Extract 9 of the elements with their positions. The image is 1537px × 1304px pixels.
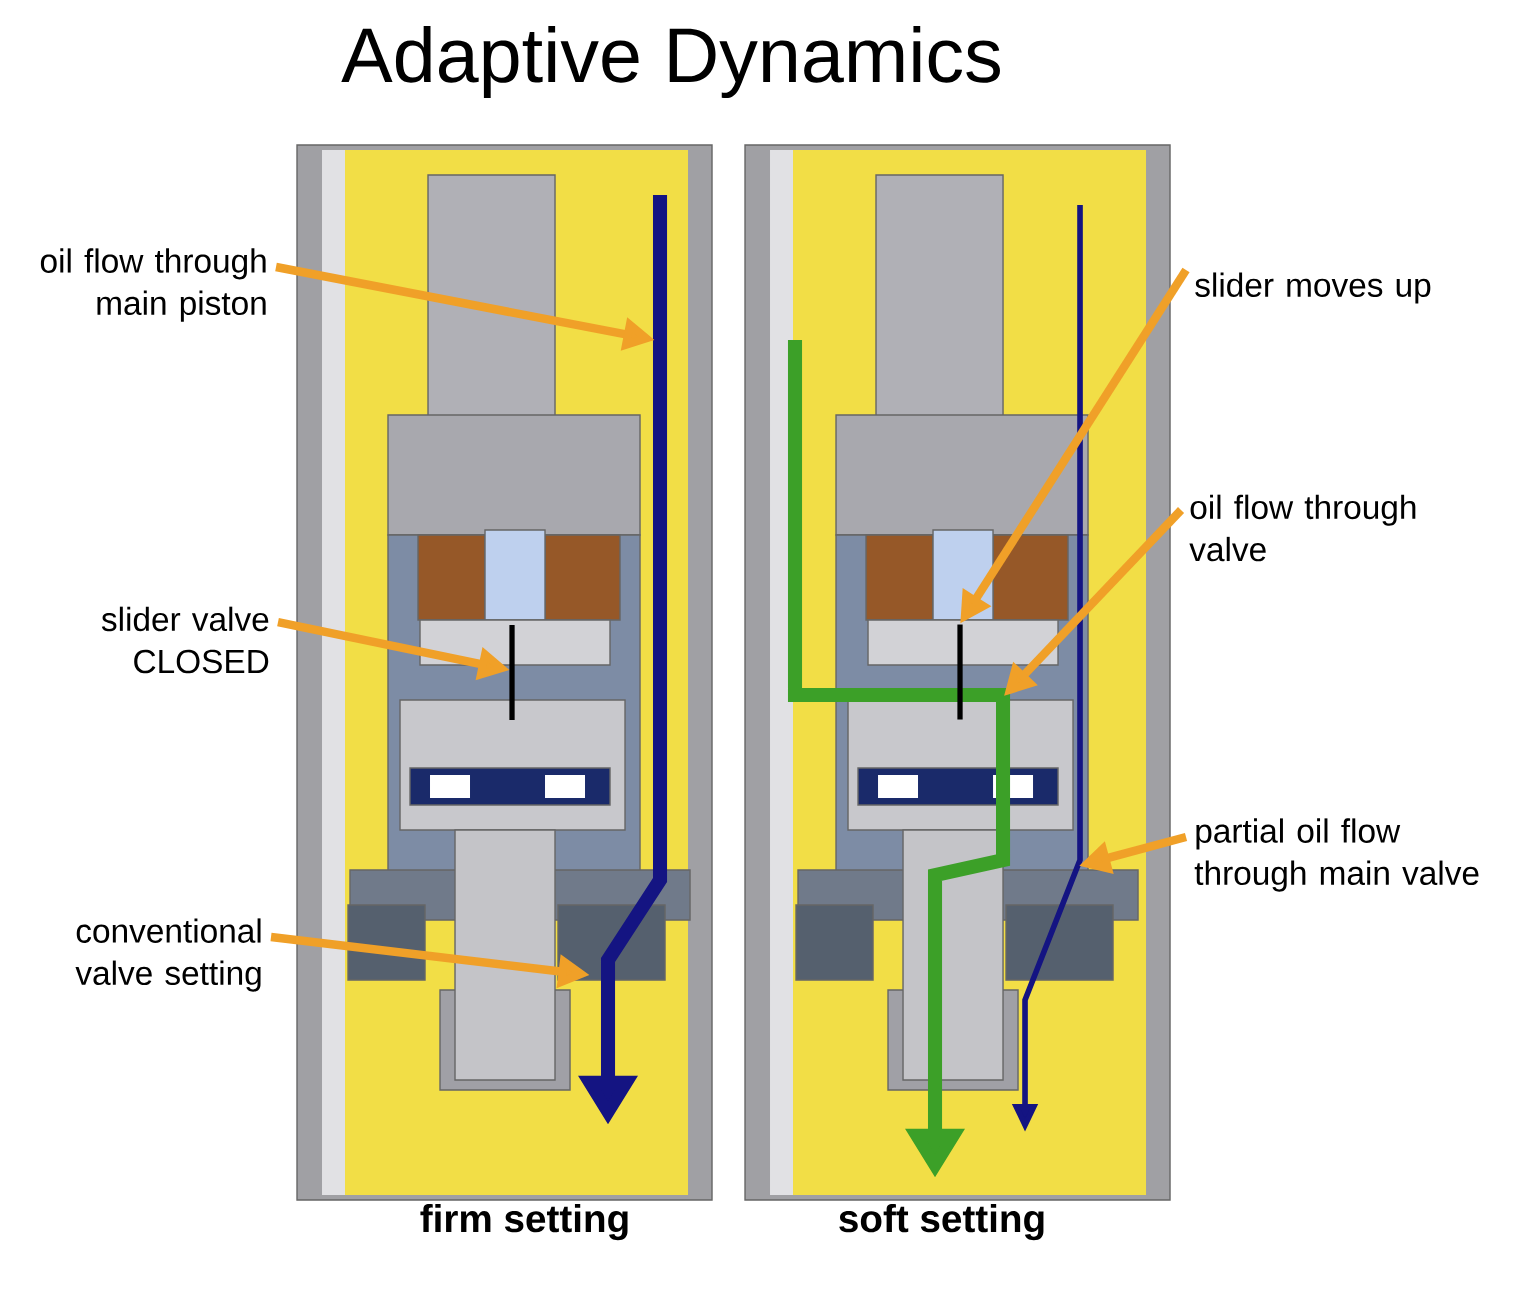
title: Adaptive Dynamics (341, 25, 1000, 99)
callout-text: slider valve CLOSED (101, 606, 269, 674)
callout-text: oil flow through valve (1189, 494, 1416, 562)
callout-text: conventional valve setting (75, 918, 261, 992)
panel-caption: firm setting (420, 1203, 628, 1241)
callout-text: partial oil flow through main valve (1194, 818, 1479, 892)
callout-text: oil flow through main piston (40, 248, 266, 322)
callout-text: slider moves up (1195, 272, 1431, 304)
panel-caption: soft setting (839, 1203, 1044, 1241)
